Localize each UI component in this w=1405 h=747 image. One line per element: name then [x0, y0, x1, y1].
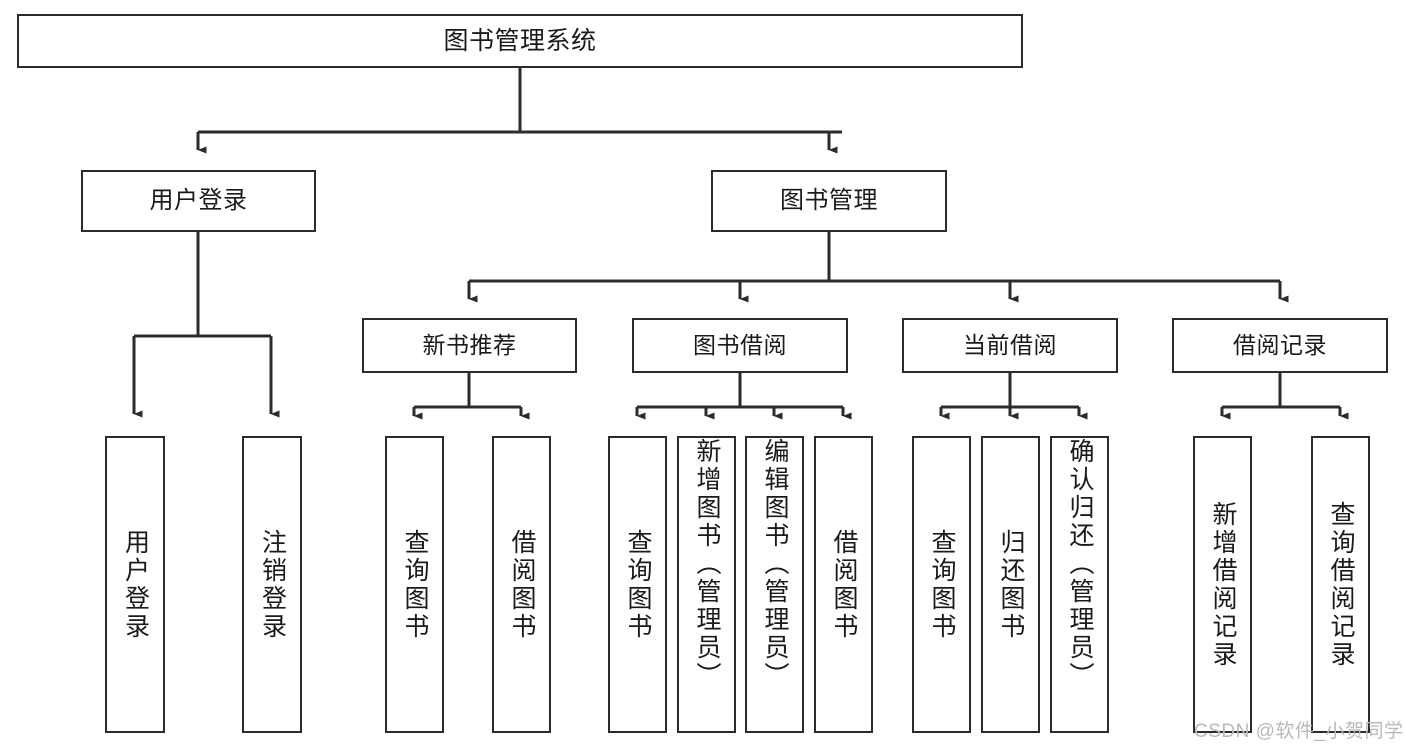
- node-root-label: 图书管理系统: [443, 26, 597, 55]
- node-leaf-borrow-book-2[interactable]: 借阅图书: [814, 436, 873, 733]
- node-current-borrow-label: 当前借阅: [963, 332, 1057, 359]
- node-new-book-recommend[interactable]: 新书推荐: [362, 318, 577, 373]
- node-book-management[interactable]: 图书管理: [711, 170, 947, 232]
- node-leaf-query-book-3[interactable]: 查询图书: [912, 436, 971, 733]
- node-leaf-query-book-3-label: 查询图书: [928, 528, 956, 641]
- node-leaf-add-book-label: 新增图书（管理员）: [693, 438, 721, 690]
- node-leaf-query-book-2-label: 查询图书: [624, 528, 652, 641]
- node-leaf-query-book-2[interactable]: 查询图书: [608, 436, 667, 733]
- node-borrow-record-label: 借阅记录: [1233, 332, 1327, 359]
- node-leaf-user-login-label: 用户登录: [121, 528, 150, 641]
- csdn-watermark: CSDN @软件_小贺同学: [1194, 721, 1404, 742]
- node-leaf-query-book-1-label: 查询图书: [401, 528, 429, 641]
- node-current-borrow[interactable]: 当前借阅: [902, 318, 1118, 373]
- node-leaf-user-logout[interactable]: 注销登录: [242, 436, 302, 733]
- node-new-book-recommend-label: 新书推荐: [422, 332, 517, 359]
- node-book-borrow-label: 图书借阅: [693, 332, 787, 359]
- node-leaf-confirm-return[interactable]: 确认归还（管理员）: [1050, 436, 1109, 733]
- node-leaf-borrow-book-1[interactable]: 借阅图书: [492, 436, 551, 733]
- node-leaf-return-book[interactable]: 归还图书: [981, 436, 1040, 733]
- node-leaf-user-login[interactable]: 用户登录: [105, 436, 165, 733]
- node-leaf-query-record[interactable]: 查询借阅记录: [1311, 436, 1370, 733]
- node-leaf-add-record[interactable]: 新增借阅记录: [1193, 436, 1252, 733]
- node-leaf-query-record-label: 查询借阅记录: [1327, 500, 1355, 669]
- node-leaf-add-record-label: 新增借阅记录: [1209, 500, 1237, 669]
- node-user-login[interactable]: 用户登录: [81, 170, 316, 232]
- node-book-borrow[interactable]: 图书借阅: [632, 318, 848, 373]
- node-user-login-label: 用户登录: [149, 187, 248, 215]
- node-borrow-record[interactable]: 借阅记录: [1172, 318, 1388, 373]
- node-leaf-return-book-label: 归还图书: [997, 528, 1025, 641]
- node-leaf-edit-book-label: 编辑图书（管理员）: [761, 438, 789, 690]
- node-leaf-user-logout-label: 注销登录: [258, 528, 287, 641]
- node-leaf-add-book[interactable]: 新增图书（管理员）: [677, 436, 736, 733]
- node-leaf-borrow-book-2-label: 借阅图书: [830, 528, 858, 641]
- node-root-library-system[interactable]: 图书管理系统: [17, 14, 1023, 68]
- node-leaf-borrow-book-1-label: 借阅图书: [508, 528, 536, 641]
- node-book-management-label: 图书管理: [780, 187, 878, 215]
- node-leaf-edit-book[interactable]: 编辑图书（管理员）: [745, 436, 804, 733]
- node-leaf-confirm-return-label: 确认归还（管理员）: [1066, 438, 1094, 690]
- node-leaf-query-book-1[interactable]: 查询图书: [385, 436, 444, 733]
